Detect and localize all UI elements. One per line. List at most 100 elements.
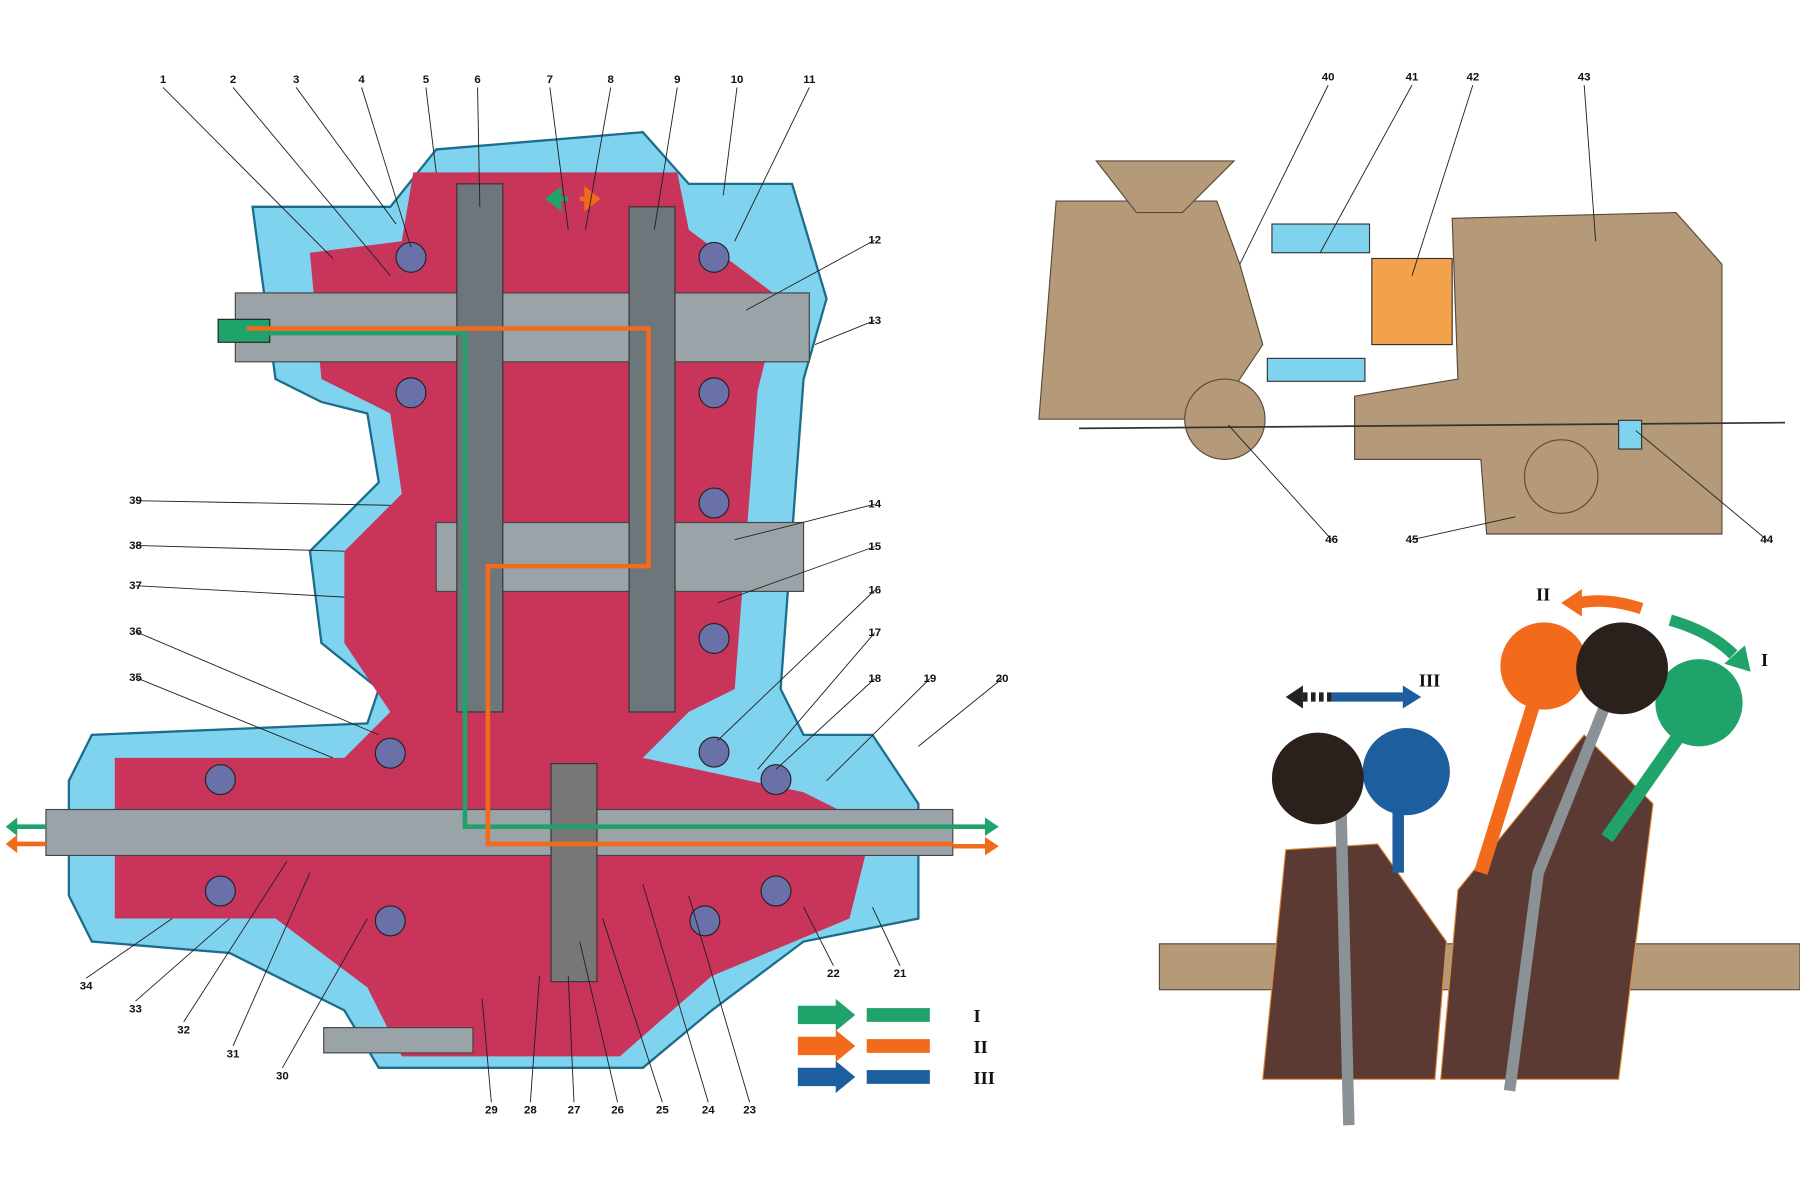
callout-44: 44 <box>1760 534 1773 546</box>
callout-leader-line <box>717 546 875 604</box>
boot-right <box>1440 734 1654 1080</box>
callout-leader-line <box>85 918 173 979</box>
callout-leader-line <box>481 998 492 1103</box>
transfer-case-housing <box>1354 211 1723 535</box>
callout-35: 35 <box>129 672 142 684</box>
callout-leader-line <box>688 895 751 1103</box>
callout-leader-line <box>775 678 876 770</box>
callout-6: 6 <box>474 74 480 86</box>
callout-31: 31 <box>227 1048 240 1060</box>
transfer-case-section <box>5 131 999 1069</box>
callout-24: 24 <box>702 1105 715 1117</box>
legend-label: III <box>973 1068 994 1088</box>
callout-leader-line <box>425 87 437 173</box>
callout-leader-line <box>529 975 540 1103</box>
callout-leader-line <box>1227 424 1332 541</box>
callout-leader-line <box>135 918 230 1002</box>
callout-leader-line <box>872 906 901 966</box>
lever-label-II: II <box>1536 585 1550 605</box>
mounting-diagram <box>1038 160 1786 535</box>
callout-leader-line <box>602 918 663 1103</box>
arrow-right-icon <box>1402 685 1422 709</box>
callout-38: 38 <box>129 540 142 552</box>
flow-path-I <box>246 330 953 830</box>
lever-diagram: II III I <box>1158 585 1800 1126</box>
lever-label-I: I <box>1761 650 1768 670</box>
callout-16: 16 <box>868 585 881 597</box>
callout-leader-line <box>135 500 391 506</box>
callout-14: 14 <box>868 499 881 511</box>
callout-21: 21 <box>894 968 907 980</box>
callout-leader-line <box>585 87 612 230</box>
callout-34: 34 <box>80 981 93 993</box>
callout-36: 36 <box>129 626 142 638</box>
callout-23: 23 <box>743 1105 756 1117</box>
callout-12: 12 <box>868 235 881 247</box>
callout-leader-line <box>579 941 619 1103</box>
callout-42: 42 <box>1466 72 1479 84</box>
callout-37: 37 <box>129 580 142 592</box>
callout-leader-line <box>1635 430 1768 541</box>
callout-leader-line <box>135 631 380 736</box>
callout-1: 1 <box>160 74 167 86</box>
callout-3: 3 <box>293 74 299 86</box>
propeller-shaft-upper <box>1271 223 1371 254</box>
legend-label: I <box>973 1006 980 1026</box>
legend-label: II <box>973 1037 987 1057</box>
callout-9: 9 <box>674 74 680 86</box>
arrow-left-icon <box>1285 685 1303 709</box>
callout-leader-line <box>757 632 876 770</box>
callout-33: 33 <box>129 1004 142 1016</box>
callout-leader-line <box>135 585 345 598</box>
callout-32: 32 <box>177 1024 190 1036</box>
callout-leader-line <box>734 87 810 242</box>
callout-4: 4 <box>358 74 365 86</box>
callout-5: 5 <box>423 74 430 86</box>
lever-knob-I <box>1655 659 1743 747</box>
callout-43: 43 <box>1578 72 1591 84</box>
callout-leader-line <box>1411 516 1516 541</box>
callout-17: 17 <box>868 627 881 639</box>
callout-25: 25 <box>656 1105 669 1117</box>
callout-18: 18 <box>868 673 881 685</box>
gearbox-housing <box>1038 200 1264 420</box>
callout-leader-line <box>567 975 575 1103</box>
callout-15: 15 <box>868 541 881 553</box>
callout-leader-line <box>1319 84 1413 253</box>
callout-leader-line <box>1411 85 1474 276</box>
legend-swatch <box>866 1008 930 1022</box>
callout-26: 26 <box>611 1105 624 1117</box>
callout-45: 45 <box>1406 534 1419 546</box>
callout-leader-line <box>717 589 876 741</box>
callout-39: 39 <box>129 495 142 507</box>
callout-10: 10 <box>731 74 744 86</box>
callout-27: 27 <box>568 1105 581 1117</box>
callout-41: 41 <box>1406 72 1419 84</box>
callout-46: 46 <box>1325 534 1338 546</box>
gear-9 <box>628 206 676 713</box>
callout-leader-line <box>135 677 334 759</box>
callout-29: 29 <box>485 1105 498 1117</box>
callout-leader-line <box>1239 84 1329 265</box>
callout-leader-line <box>135 545 345 552</box>
legend-swatch <box>866 1070 930 1084</box>
differential-pinion <box>550 763 598 983</box>
lever-knob-III <box>1362 727 1450 816</box>
callout-40: 40 <box>1322 72 1335 84</box>
lever-knob-II <box>1500 622 1588 710</box>
boot-left <box>1262 843 1448 1080</box>
callout-28: 28 <box>524 1105 537 1117</box>
lever-knob-range <box>1576 622 1668 715</box>
callout-leader-line <box>745 239 875 311</box>
callout-8: 8 <box>608 74 615 86</box>
callout-leader-line <box>918 678 1003 747</box>
lever-knob-front-axle <box>1271 732 1364 825</box>
callout-leader-line <box>803 906 834 966</box>
callout-leader-line <box>361 87 412 248</box>
callout-leader-line <box>549 87 569 230</box>
callout-20: 20 <box>996 673 1009 685</box>
callout-30: 30 <box>276 1070 289 1082</box>
callout-leader-line <box>281 918 368 1069</box>
